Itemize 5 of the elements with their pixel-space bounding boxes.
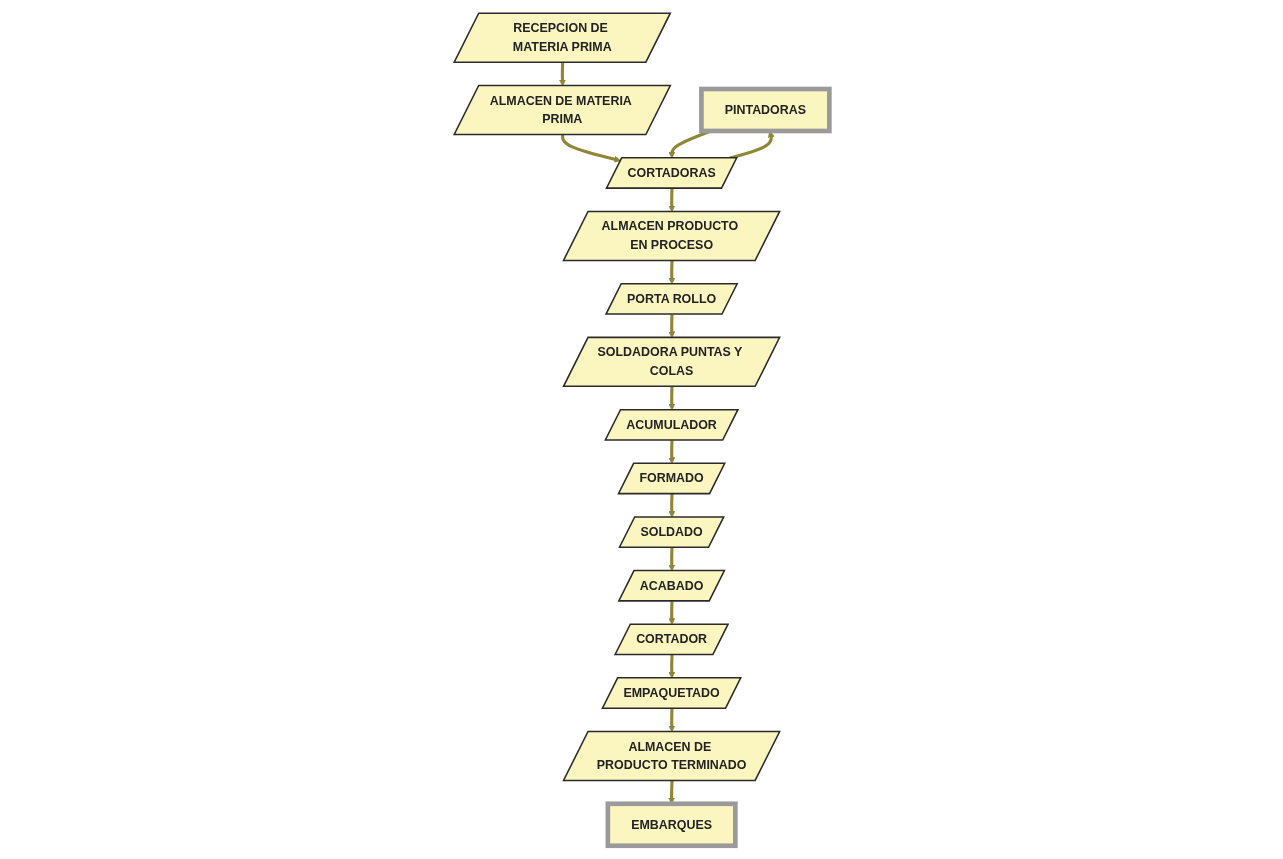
arrow xyxy=(668,440,675,464)
node-box: EMBARQUES xyxy=(605,801,738,849)
arrow xyxy=(560,134,621,163)
node-box: PINTADORAS xyxy=(698,86,832,134)
arrow xyxy=(668,601,675,625)
